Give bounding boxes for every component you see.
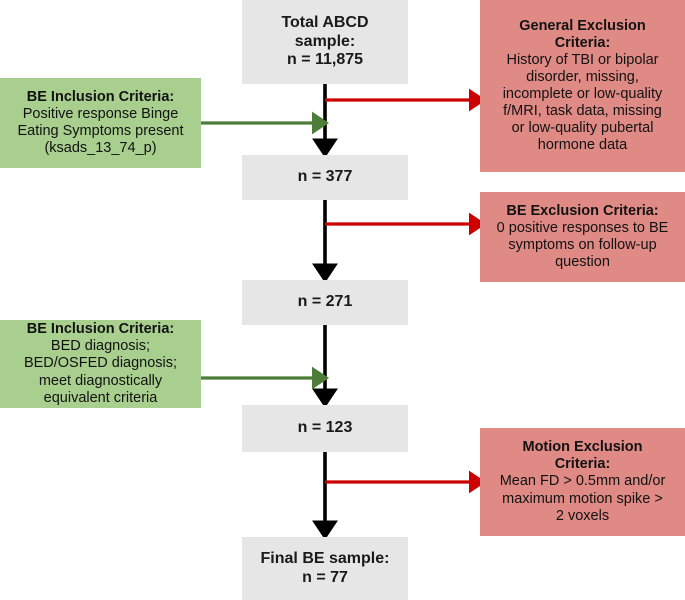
exclusion-be-line1: 0 positive responses to BE: [496, 219, 669, 236]
inclusion-first-line3: (ksads_13_74_p): [44, 140, 157, 157]
exclusion-motion-line2: maximum motion spike >: [502, 490, 663, 507]
node-total-sample-line3: n = 11,875: [286, 51, 364, 69]
inclusion-box-second: BE Inclusion Criteria: BED diagnosis; BE…: [0, 320, 201, 408]
node-step2: n = 271: [242, 280, 408, 325]
node-final-sample-line1: Final BE sample:: [260, 549, 390, 567]
exclusion-box-motion: Motion Exclusion Criteria: Mean FD > 0.5…: [480, 428, 685, 536]
node-step1-value: n = 377: [297, 168, 353, 186]
exclusion-general-title2: Criteria:: [554, 34, 611, 51]
exclusion-motion-title2: Criteria:: [554, 456, 611, 473]
inclusion-first-line1: Positive response Binge: [22, 105, 179, 122]
exclusion-motion-title1: Motion Exclusion: [522, 439, 643, 456]
inclusion-second-line4: equivalent criteria: [43, 389, 158, 406]
exclusion-general-line4: f/MRI, task data, missing: [503, 103, 662, 120]
exclusion-general-line3: incomplete or low-quality: [502, 86, 663, 102]
exclusion-box-be: BE Exclusion Criteria: 0 positive respon…: [480, 192, 685, 282]
node-final-sample: Final BE sample: n = 77: [242, 537, 408, 600]
inclusion-second-line1: BED diagnosis;: [50, 338, 151, 355]
exclusion-be-line2: symptoms on follow-up: [508, 237, 657, 253]
exclusion-be-line3: question: [555, 254, 610, 271]
inclusion-box-first: BE Inclusion Criteria: Positive response…: [0, 78, 201, 168]
inclusion-second-line3: meet diagnostically: [38, 372, 163, 389]
exclusion-be-title: BE Exclusion Criteria:: [506, 202, 659, 219]
node-final-sample-line2: n = 77: [302, 568, 348, 586]
node-step2-value: n = 271: [297, 293, 353, 311]
inclusion-first-title: BE Inclusion Criteria:: [26, 88, 175, 105]
exclusion-general-line2: disorder, missing,: [526, 68, 639, 85]
exclusion-general-line1: History of TBI or bipolar: [506, 51, 659, 68]
inclusion-second-title: BE Inclusion Criteria:: [26, 321, 175, 338]
node-total-sample: Total ABCD sample: n = 11,875: [242, 0, 408, 84]
exclusion-motion-line1: Mean FD > 0.5mm and/or: [499, 473, 666, 490]
exclusion-general-title1: General Exclusion: [519, 17, 646, 34]
node-total-sample-line1: Total ABCD: [281, 13, 369, 31]
node-total-sample-line2: sample:: [294, 32, 356, 50]
exclusion-general-line5: or low-quality pubertal: [511, 120, 654, 137]
exclusion-box-general: General Exclusion Criteria: History of T…: [480, 0, 685, 172]
inclusion-second-line2: BED/OSFED diagnosis;: [23, 355, 178, 372]
exclusion-motion-line3: 2 voxels: [555, 507, 610, 524]
exclusion-general-line6: hormone data: [537, 137, 628, 154]
inclusion-first-line2: Eating Symptoms present: [17, 123, 184, 139]
node-step3: n = 123: [242, 405, 408, 452]
node-step1: n = 377: [242, 155, 408, 200]
node-step3-value: n = 123: [297, 419, 353, 437]
